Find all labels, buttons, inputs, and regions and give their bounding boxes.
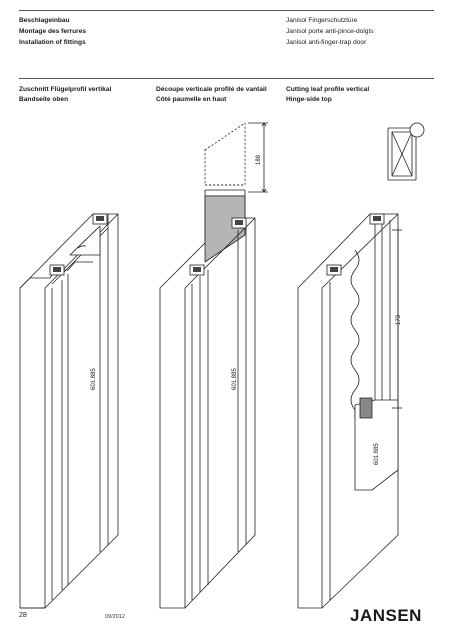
section-caption-fr-line1: Découpe verticale profilé de vantail xyxy=(156,86,267,93)
brand-name: JANSEN xyxy=(350,606,422,625)
profile-code-1: 601.885 xyxy=(91,368,97,390)
header-left: Beschlageinbau Montage des ferrures Inst… xyxy=(19,15,86,48)
header-right-line-de: Janisol Fingerschutztüre xyxy=(286,17,358,24)
header-left-line-fr: Montage des ferrures xyxy=(19,28,87,35)
section-caption-fr: Découpe verticale profilé de vantail Côt… xyxy=(156,85,267,104)
section-caption-en-line2: Hinge-side top xyxy=(286,95,332,103)
page-number: 28 xyxy=(19,612,27,619)
section-caption-en-line1: Cutting leaf profile vertical xyxy=(286,86,370,93)
section-top-rule xyxy=(19,78,434,79)
dimension-cut-height: 188 xyxy=(256,154,262,165)
profile-code-2: 601.885 xyxy=(232,368,238,390)
dimension-cut-length: 173 xyxy=(396,314,402,325)
header-right: Janisol Fingerschutztüre Janisol porte a… xyxy=(286,15,374,48)
section-caption-fr-line2: Côté paumelle en haut xyxy=(156,95,227,103)
section-caption-de-line2: Bandseite oben xyxy=(19,95,69,103)
publication-date: 09/2012 xyxy=(105,614,125,620)
section-caption-de-line1: Zuschnitt Flügelprofil vertikal xyxy=(19,86,112,93)
section-caption-en: Cutting leaf profile vertical Hinge-side… xyxy=(286,85,369,104)
section-caption-de: Zuschnitt Flügelprofil vertikal Bandseit… xyxy=(19,85,111,104)
header-left-line-de: Beschlageinbau xyxy=(19,17,70,24)
header-right-line-en: Janisol anti-finger-trap door xyxy=(286,39,367,46)
profile-code-3: 601.885 xyxy=(374,443,380,465)
header-top-rule xyxy=(19,10,434,11)
header-left-line-en: Installation of fittings xyxy=(19,39,86,46)
jansen-logo: JANSEN xyxy=(350,604,434,626)
header-right-line-fr: Janisol porte anti-pince-doigts xyxy=(286,28,374,35)
